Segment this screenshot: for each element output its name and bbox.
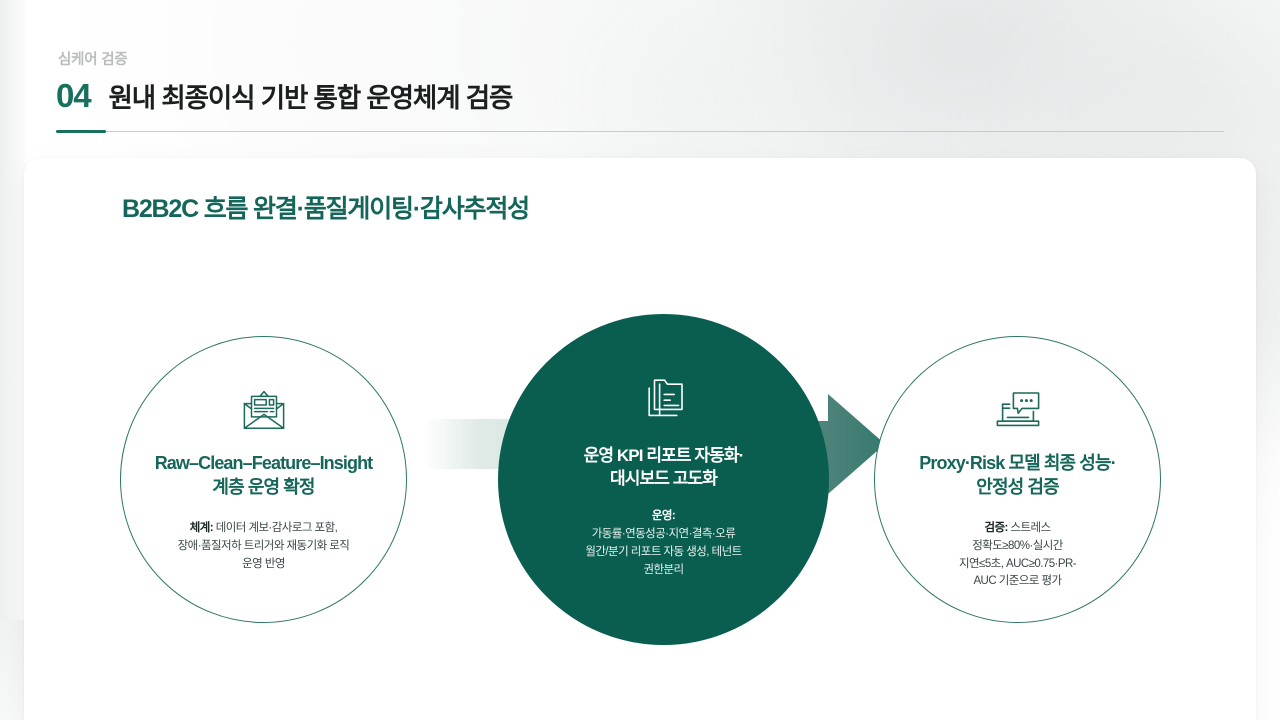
flow-node-subtext: 검증: 스트레스 정확도≥80%·실시간 지연≤5초, AUC≥0.75·PR-… [893,520,1143,591]
flow-node-sub-body: 데이터 계보·감사로그 포함, 장애·품질저하 트리거와 재동기화 로직 운영 … [177,521,350,570]
flow-node-subtext: 체계: 데이터 계보·감사로그 포함, 장애·품질저하 트리거와 재동기화 로직… [139,520,389,573]
open-envelope-document-icon [241,389,287,436]
page-title: 원내 최종이식 기반 통합 운영체계 검증 [108,83,514,114]
laptop-chat-bubble-icon [993,389,1043,436]
flow-node-subtext: 운영: 가동률·연동성공·지연·결측·오류 월간/분기 리포트 자동 생성, 테… [529,508,799,579]
flow-node-raw-clean-feature-insight[interactable]: Raw–Clean–Feature–Insight 계층 운영 확정 체계: 데… [120,336,407,623]
flow-node-sub-body: 스트레스 정확도≥80%·실시간 지연≤5초, AUC≥0.75·PR- AUC… [959,521,1077,588]
header-divider-line [56,130,1224,132]
page-title-row: 04 원내 최종이식 기반 통합 운영체계 검증 [56,79,1226,113]
content-panel: B2B2C 흐름 완결·품질게이팅·감사추적성 [24,158,1256,720]
flow-node-heading: 운영 KPI 리포트 자동화· 대시보드 고도화 [583,446,745,488]
eyebrow-label: 심케어 검증 [58,52,128,68]
flow-node-heading: Raw–Clean–Feature–Insight 계층 운영 확정 [154,453,373,497]
flow-node-sub-body: 가동률·연동성공·지연·결측·오류 월간/분기 리포트 자동 생성, 테넌트 권… [585,528,742,576]
connector-arrow [766,388,886,500]
folder-document-icon [641,376,687,425]
flow-node-sub-label: 검증: [984,521,1008,534]
section-number: 04 [56,77,92,115]
flow-diagram: Raw–Clean–Feature–Insight 계층 운영 확정 체계: 데… [24,158,1256,720]
slide-header: 심케어 검증 04 원내 최종이식 기반 통합 운영체계 검증 [56,52,1226,133]
flow-node-heading: Proxy·Risk 모델 최종 성능· 안정성 검증 [919,453,1116,497]
flow-node-sub-label: 체계: [189,521,214,534]
flow-node-proxy-risk-validation[interactable]: Proxy·Risk 모델 최종 성능· 안정성 검증 검증: 스트레스 정확도… [874,336,1161,623]
panel-title: B2B2C 흐름 완결·품질게이팅·감사추적성 [122,195,530,223]
background-left-edge [0,0,26,720]
header-divider-accent [56,129,106,133]
header-divider [56,129,1224,133]
flow-node-kpi-report-automation[interactable]: 운영 KPI 리포트 자동화· 대시보드 고도화 운영: 가동률·연동성공·지연… [498,314,829,645]
flow-node-sub-label: 운영: [651,510,676,523]
